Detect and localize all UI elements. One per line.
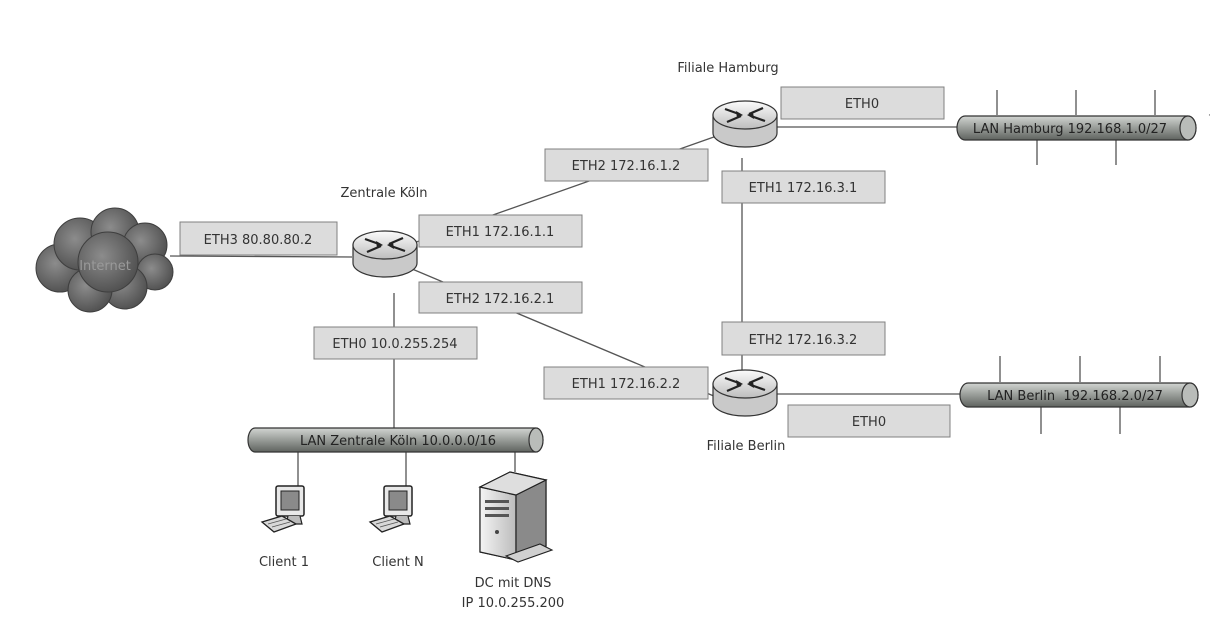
client-n-icon (369, 485, 413, 533)
iface-hamburg-eth2: ETH2 172.16.1.2 (544, 148, 709, 182)
svg-text:·: · (1208, 111, 1211, 121)
client-n-label: Client N (372, 555, 424, 570)
iface-koeln-eth0: ETH0 10.0.255.254 (313, 326, 478, 360)
router-label-hamburg: Filiale Hamburg (677, 61, 778, 76)
link-internet-koeln (169, 255, 353, 258)
iface-berlin-eth2: ETH2 172.16.3.2 (721, 321, 886, 356)
svg-text:ETH0: ETH0 (845, 97, 879, 112)
client-1-label: Client 1 (259, 555, 309, 570)
server-icon (478, 471, 554, 563)
lan-label-koeln: LAN Zentrale Köln 10.0.0.0/16 (300, 434, 496, 449)
svg-text:ETH3 80.80.80.2: ETH3 80.80.80.2 (204, 233, 313, 248)
svg-text:ETH1 172.16.3.1: ETH1 172.16.3.1 (749, 181, 858, 196)
iface-berlin-eth1: ETH1 172.16.2.2 (543, 366, 709, 400)
lan-label-hamburg: LAN Hamburg 192.168.1.0/27 (973, 122, 1167, 137)
cloud-label: Internet (79, 259, 131, 274)
svg-text:ETH1 172.16.1.1: ETH1 172.16.1.1 (446, 225, 555, 240)
lan-hamburg: LAN Hamburg 192.168.1.0/27 (956, 115, 1197, 141)
client-1-icon (261, 485, 305, 533)
lan-berlin: LAN Berlin 192.168.2.0/27 (959, 382, 1199, 408)
iface-berlin-eth0: ETH0 (787, 404, 951, 438)
router-hamburg-icon (711, 99, 779, 149)
svg-text:ETH1 172.16.2.2: ETH1 172.16.2.2 (572, 377, 681, 392)
dc-label-line2: IP 10.0.255.200 (462, 596, 565, 611)
interface-labels: ETH3 80.80.80.2 ETH1 172.16.1.1 ETH2 172… (179, 86, 951, 438)
router-label-koeln: Zentrale Köln (341, 186, 428, 201)
iface-koeln-eth1: ETH1 172.16.1.1 (418, 214, 583, 248)
router-koeln-icon (351, 229, 419, 279)
internet-cloud-icon: Internet (35, 207, 174, 313)
svg-text:ETH2 172.16.3.2: ETH2 172.16.3.2 (749, 333, 858, 348)
dc-label-line1: DC mit DNS (475, 576, 552, 591)
svg-text:ETH0: ETH0 (852, 415, 886, 430)
lan-koeln: LAN Zentrale Köln 10.0.0.0/16 (247, 427, 544, 453)
svg-text:ETH2 172.16.1.2: ETH2 172.16.1.2 (572, 159, 681, 174)
router-label-berlin: Filiale Berlin (707, 439, 786, 454)
iface-koeln-eth3: ETH3 80.80.80.2 (179, 221, 338, 256)
iface-hamburg-eth0: ETH0 (780, 86, 945, 120)
lan-label-berlin: LAN Berlin 192.168.2.0/27 (987, 389, 1163, 404)
iface-hamburg-eth1: ETH1 172.16.3.1 (721, 170, 886, 204)
svg-text:ETH2 172.16.2.1: ETH2 172.16.2.1 (446, 292, 555, 307)
iface-koeln-eth2: ETH2 172.16.2.1 (418, 281, 583, 314)
svg-text:ETH0 10.0.255.254: ETH0 10.0.255.254 (332, 337, 457, 352)
router-berlin-icon (711, 368, 779, 418)
